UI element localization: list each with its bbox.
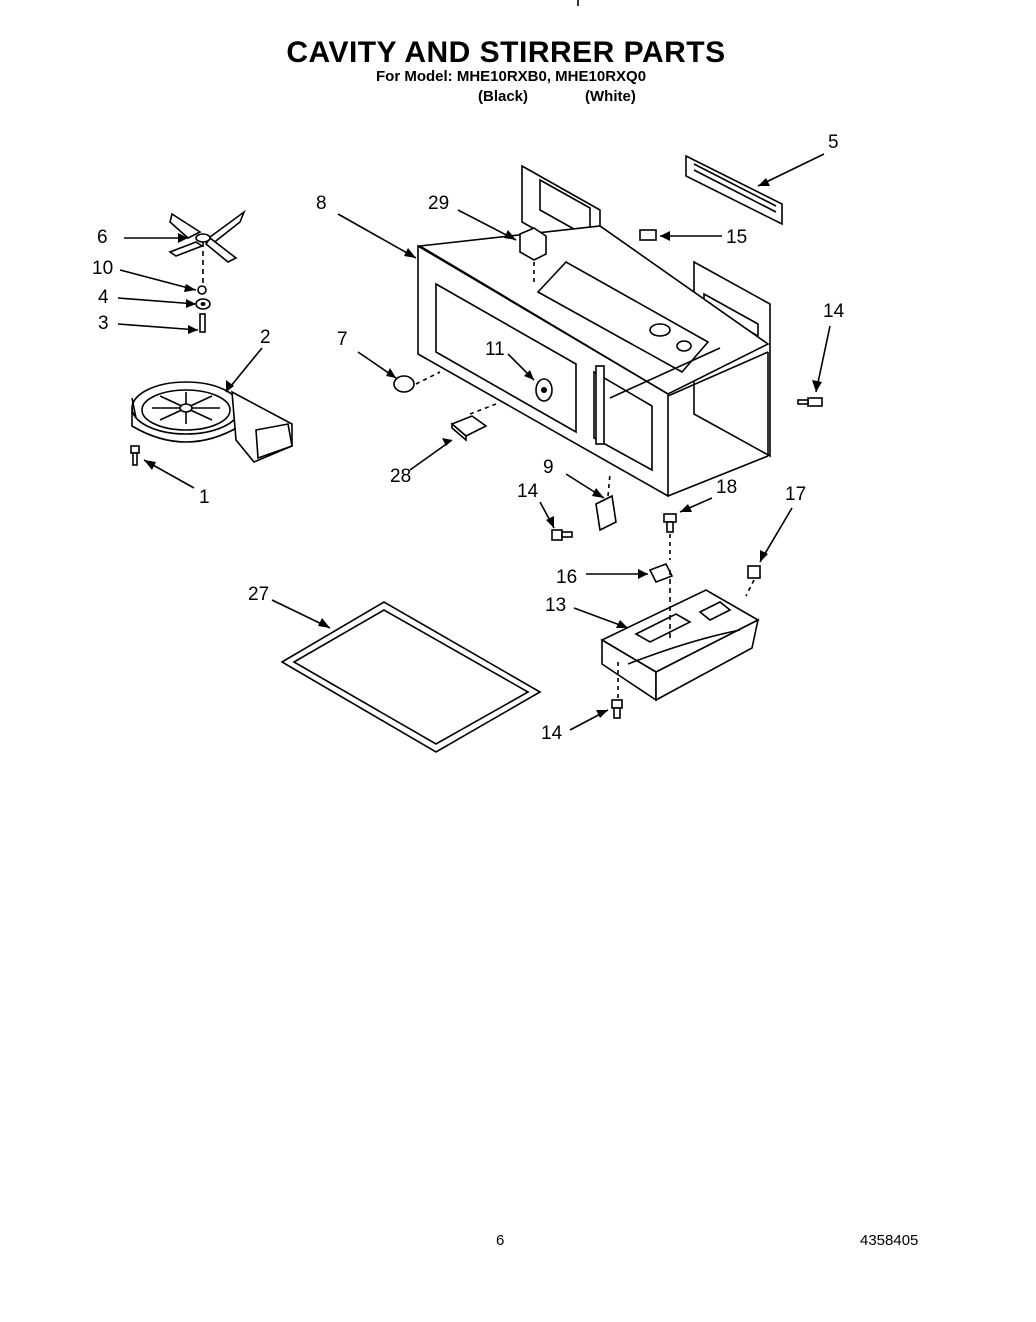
callout-16: 16 — [556, 567, 578, 588]
screw-part-1 — [130, 445, 140, 466]
hinge-part-9 — [595, 473, 617, 532]
callout-4: 4 — [98, 287, 109, 308]
grommet-part-7 — [393, 371, 441, 393]
glass-tray-part-27 — [280, 601, 542, 753]
base-plate-part-13 — [600, 570, 760, 702]
callout-14-bottom: 14 — [541, 723, 563, 744]
stirrer-screw-part — [199, 313, 206, 333]
clip-part-15 — [639, 229, 657, 241]
bracket-part-5 — [685, 154, 783, 226]
stirrer-washer-part — [195, 298, 211, 310]
callout-1: 1 — [199, 487, 210, 508]
callout-3: 3 — [98, 313, 109, 334]
callout-7: 7 — [337, 329, 348, 350]
leader-4 — [117, 297, 197, 305]
document-number: 4358405 — [860, 1232, 919, 1249]
stirrer-cover-part — [131, 381, 293, 463]
leader-3 — [117, 323, 199, 331]
callout-11: 11 — [485, 339, 505, 360]
page-number: 6 — [496, 1232, 505, 1249]
callout-17: 17 — [785, 484, 807, 505]
stirrer-blade-part — [168, 209, 246, 286]
screw-part-18 — [663, 513, 677, 560]
callout-6: 6 — [97, 227, 108, 248]
callout-5: 5 — [828, 132, 839, 153]
callout-13: 13 — [545, 595, 567, 616]
callout-29: 29 — [428, 193, 450, 214]
variant-black-label: (Black) — [478, 88, 529, 105]
callout-14-middle: 14 — [517, 481, 539, 502]
leader-8 — [337, 213, 417, 259]
callout-15: 15 — [726, 227, 748, 248]
callout-27: 27 — [248, 584, 270, 605]
leader-28 — [409, 439, 453, 471]
callout-10: 10 — [92, 258, 114, 279]
cover-block-part-29 — [519, 227, 547, 286]
pad-part-28 — [450, 403, 497, 442]
screw-part-14-right — [797, 397, 823, 407]
callout-18: 18 — [716, 477, 738, 498]
cavity-assembly-part — [417, 164, 771, 498]
leader-14-right — [815, 325, 831, 393]
leader-5 — [757, 153, 825, 187]
variant-white-label: (White) — [585, 88, 636, 105]
callout-9: 9 — [543, 457, 554, 478]
page-title: CAVITY AND STIRRER PARTS — [286, 36, 726, 69]
thermostat-part-16 — [648, 562, 674, 584]
screw-part-14-middle — [551, 529, 573, 541]
callout-28: 28 — [390, 466, 412, 487]
screw-part-14-bottom — [611, 699, 623, 719]
leader-arrowheads — [144, 178, 822, 718]
connector-part-17 — [745, 565, 761, 597]
model-subtitle: For Model: MHE10RXB0, MHE10RXQ0 — [376, 68, 647, 85]
leader-10 — [119, 269, 197, 291]
callout-2: 2 — [260, 327, 271, 348]
stirrer-nut-part — [197, 285, 207, 295]
callout-14-right: 14 — [823, 301, 845, 322]
callout-8: 8 — [316, 193, 327, 214]
